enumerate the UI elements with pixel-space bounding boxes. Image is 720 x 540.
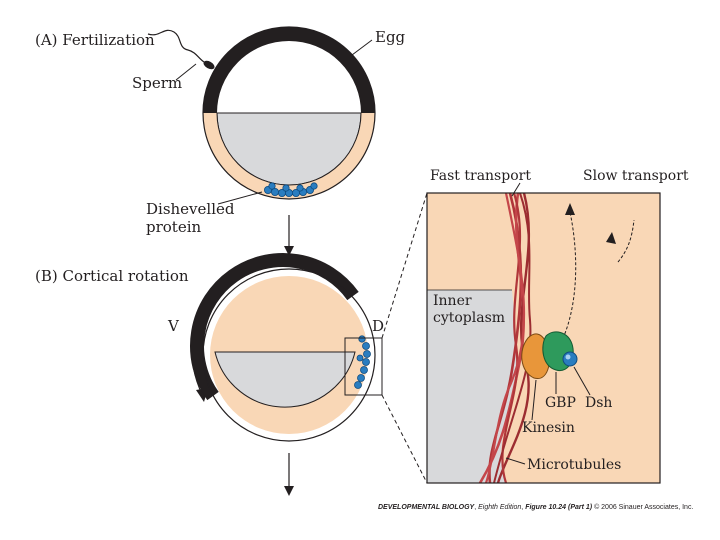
dishevelled-label-1: Dishevelled xyxy=(146,200,235,218)
inset-panel: Fast transport Slow transport Inner cyto… xyxy=(426,168,689,484)
microtubules-label: Microtubules xyxy=(527,457,621,473)
credit-copyright: © 2006 Sinauer Associates, Inc. xyxy=(594,504,694,511)
zoom-box xyxy=(344,337,383,396)
microtubules-bundle xyxy=(478,193,532,483)
sperm-leader xyxy=(175,63,197,81)
kinesin-leader xyxy=(531,379,537,421)
kinesin-label: Kinesin xyxy=(522,420,575,436)
zoom-connector-top xyxy=(381,192,428,339)
fast-transport-leader xyxy=(511,182,521,197)
sperm-icon xyxy=(147,29,215,70)
panel-b: (B) Cortical rotation V D xyxy=(35,192,428,496)
dishevelled-label-2: protein xyxy=(146,218,202,236)
egg-a xyxy=(202,26,376,200)
dsh-label: Dsh xyxy=(585,395,612,411)
dorsal-label: D xyxy=(372,317,384,335)
sperm-label: Sperm xyxy=(132,74,182,92)
credit-figure: Figure 10.24 (Part 1) xyxy=(525,504,593,511)
arrow-down-a-to-b-icon xyxy=(284,215,294,256)
arrow-down-after-b-icon xyxy=(284,453,294,496)
panel-a-title: (A) Fertilization xyxy=(35,31,155,49)
inner-cytoplasm-label-2: cytoplasm xyxy=(433,310,505,326)
figure-credit: DEVELOPMENTAL BIOLOGY, Eighth Edition, F… xyxy=(378,504,694,511)
dishevelled-dots-a xyxy=(263,182,318,197)
egg-label: Egg xyxy=(375,28,406,46)
fast-transport-label: Fast transport xyxy=(430,168,531,184)
dishevelled-dots-b xyxy=(354,335,371,389)
dsh-leader xyxy=(573,366,591,396)
fast-transport-arrow-icon xyxy=(549,203,577,361)
gbp-label: GBP xyxy=(545,395,576,411)
zoom-connector-bottom xyxy=(381,394,428,484)
panel-a: (A) Fertilization Egg Sperm xyxy=(35,26,406,256)
credit-book: DEVELOPMENTAL BIOLOGY xyxy=(378,504,475,511)
motor-complex xyxy=(521,331,578,379)
egg-b xyxy=(189,253,383,442)
credit-edition: Eighth Edition xyxy=(478,504,522,511)
slow-transport-label: Slow transport xyxy=(583,168,689,184)
slow-transport-arrow-icon xyxy=(606,219,635,263)
microtubules-leader xyxy=(505,457,526,465)
inner-cytoplasm-label-1: Inner xyxy=(433,293,472,309)
ventral-label: V xyxy=(167,317,180,335)
inset-frame xyxy=(426,192,661,484)
dishevelled-leader xyxy=(217,191,263,205)
panel-b-title: (B) Cortical rotation xyxy=(35,267,189,285)
